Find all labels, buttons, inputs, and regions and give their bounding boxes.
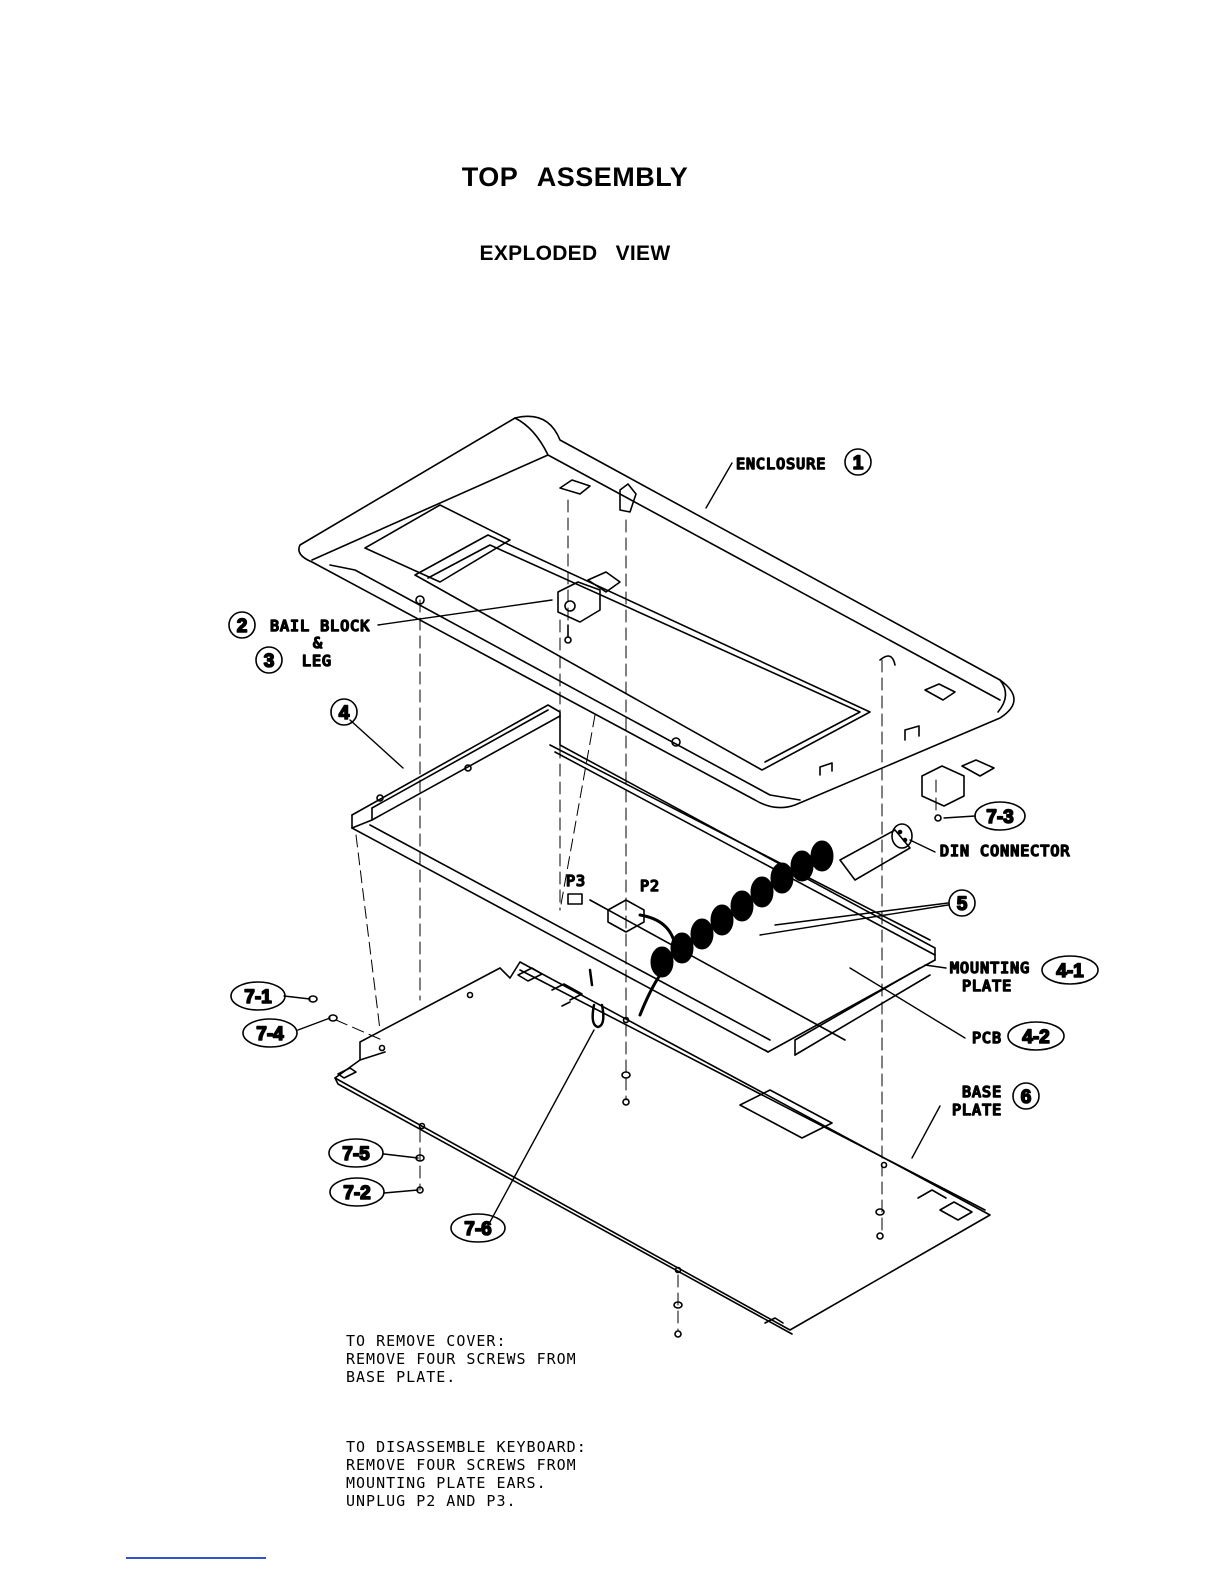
svg-text:PCB: PCB: [972, 1029, 1002, 1047]
din-connector-part: [839, 823, 913, 881]
footer-rule: [126, 1557, 266, 1559]
svg-text:BAIL BLOCK: BAIL BLOCK: [270, 617, 370, 635]
svg-text:4: 4: [339, 703, 350, 724]
connector-p3: [567, 893, 583, 905]
svg-text:7-1: 7-1: [244, 987, 272, 1008]
svg-text:PLATE: PLATE: [962, 977, 1012, 995]
page-title: TOP ASSEMBLY: [461, 162, 689, 192]
svg-text:4-1: 4-1: [1056, 961, 1084, 982]
svg-text:7-4: 7-4: [256, 1024, 284, 1045]
hardware-screws: [308, 995, 885, 1338]
svg-text:BASE: BASE: [962, 1083, 1002, 1101]
svg-text:2: 2: [237, 616, 248, 637]
leg-right-part: [921, 759, 995, 822]
svg-text:6: 6: [1021, 1087, 1032, 1108]
label-base-plate: BASE PLATE 6: [951, 1082, 1040, 1120]
alignment-lines: [335, 499, 937, 1331]
label-enclosure: ENCLOSURE 1: [735, 448, 872, 476]
svg-text:1: 1: [853, 453, 864, 474]
svg-text:LEG: LEG: [302, 652, 332, 670]
svg-text:5: 5: [957, 894, 968, 915]
svg-text:MOUNTING: MOUNTING: [950, 959, 1030, 977]
coiled-cable-part: [638, 840, 834, 1017]
label-p3: P3: [565, 871, 586, 891]
label-mounting-plate: MOUNTING PLATE 4-1: [949, 955, 1099, 996]
callout-7-6: 7-6: [450, 1213, 506, 1243]
svg-text:P3: P3: [566, 872, 586, 890]
note-remove-cover: TO REMOVE COVER: REMOVE FOUR SCREWS FROM…: [346, 1332, 577, 1386]
svg-text:P2: P2: [640, 877, 660, 895]
svg-text:&: &: [313, 634, 323, 652]
label-bail-block: 2 BAIL BLOCK &: [228, 611, 370, 653]
callout-7-2: 7-2: [329, 1177, 385, 1207]
svg-text:7-5: 7-5: [342, 1144, 370, 1165]
svg-text:4-2: 4-2: [1022, 1027, 1049, 1048]
svg-text:ENCLOSURE: ENCLOSURE: [736, 455, 826, 473]
label-pcb: PCB 4-2: [971, 1021, 1065, 1051]
svg-text:7-2: 7-2: [343, 1183, 370, 1204]
svg-text:7-3: 7-3: [986, 807, 1013, 828]
base-plate-part: [334, 961, 991, 1335]
svg-text:PLATE: PLATE: [952, 1101, 1002, 1119]
callout-7-5: 7-5: [328, 1138, 384, 1168]
enclosure-part: [298, 415, 1015, 809]
label-din-connector: DIN CONNECTOR: [939, 841, 1070, 861]
leader-lines: [283, 462, 976, 1223]
svg-text:7-6: 7-6: [464, 1219, 491, 1240]
callout-7-4: 7-4: [242, 1018, 298, 1048]
callout-bracket-4: 4: [330, 698, 358, 726]
callout-7-1: 7-1: [230, 981, 286, 1011]
page-subtitle: EXPLODED VIEW: [479, 242, 671, 265]
callout-7-3: 7-3: [974, 801, 1026, 831]
label-p2: P2: [639, 876, 660, 896]
note-disassemble-keyboard: TO DISASSEMBLE KEYBOARD: REMOVE FOUR SCR…: [346, 1438, 587, 1510]
svg-text:DIN CONNECTOR: DIN CONNECTOR: [940, 842, 1070, 860]
callout-cable-5: 5: [948, 889, 976, 917]
bail-block-part: [557, 571, 621, 644]
instruction-notes: TO REMOVE COVER: REMOVE FOUR SCREWS FROM…: [346, 1296, 587, 1562]
svg-text:3: 3: [264, 651, 275, 672]
label-leg: 3 LEG: [255, 646, 332, 674]
